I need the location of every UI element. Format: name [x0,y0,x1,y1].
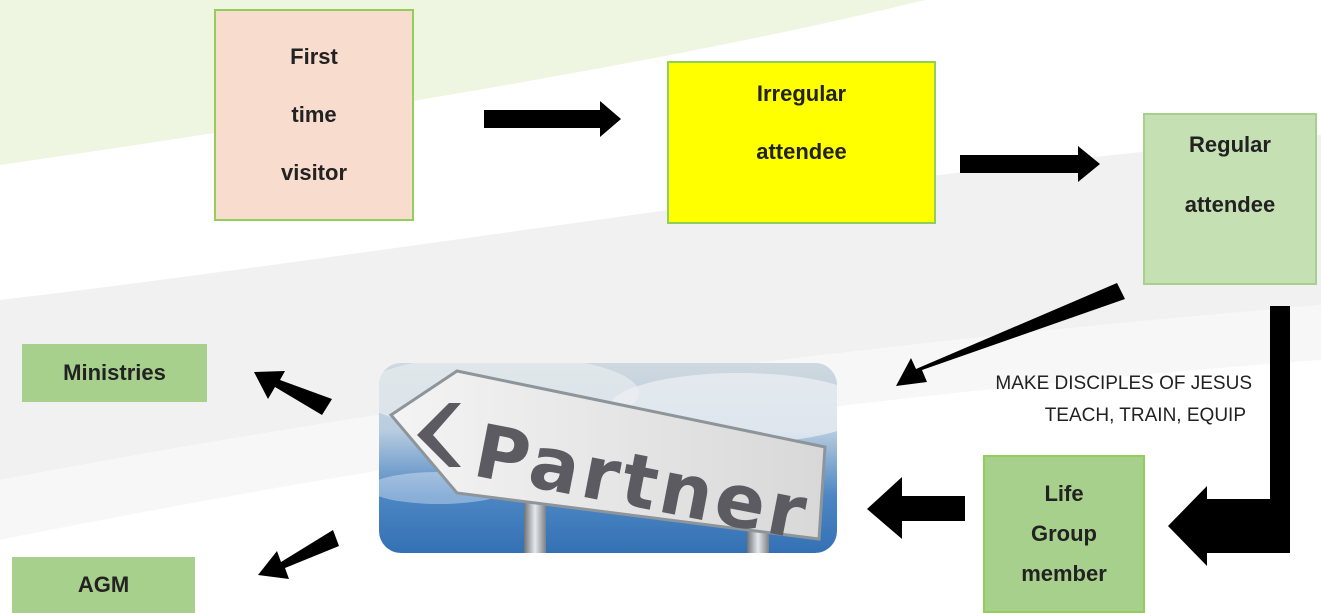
irregular-attendee-box: Irregular attendee [667,61,936,224]
first-time-visitor-line-1: First [290,44,338,69]
annotation-line-1: MAKE DISCIPLES OF JESUS [995,373,1252,394]
arrow-regular-to-life [1168,306,1290,566]
regular-attendee-line-2: attendee [1184,192,1276,217]
annotation-line-2: TEACH, TRAIN, EQUIP [1044,405,1246,426]
regular-attendee-box: Regular attendee [1143,113,1317,285]
ministries-box: Ministries [22,344,207,402]
grey-swoosh [0,135,1321,480]
arrow-life-to-partner [867,477,965,539]
life-group-member-box: Life Group member [983,455,1145,613]
first-time-visitor-box: First time visitor [214,9,414,221]
arrow-regular-diagonal [896,283,1125,386]
life-group-member-line-3: member [1021,561,1107,586]
sign-board [388,369,827,541]
arrow-irregular-to-regular [960,146,1100,182]
life-group-member-line-2: Group [1031,521,1097,546]
arrow-first-to-irregular [484,101,621,137]
first-time-visitor-line-2: time [291,102,337,127]
first-time-visitor-line-3: visitor [280,160,348,185]
irregular-attendee-line-1: Irregular [756,81,847,106]
life-group-member-line-1: Life [1044,481,1084,506]
agm-label: AGM [77,572,130,597]
agm-box: AGM [12,557,195,613]
ministries-label: Ministries [63,360,166,385]
sign-chevron-icon [417,403,461,467]
regular-attendee-line-1: Regular [1189,132,1271,157]
arrow-partner-to-agm [258,530,339,579]
irregular-attendee-line-2: attendee [756,139,847,164]
partner-sign-image: Partner [379,363,837,553]
arrow-partner-to-ministries [254,371,332,415]
